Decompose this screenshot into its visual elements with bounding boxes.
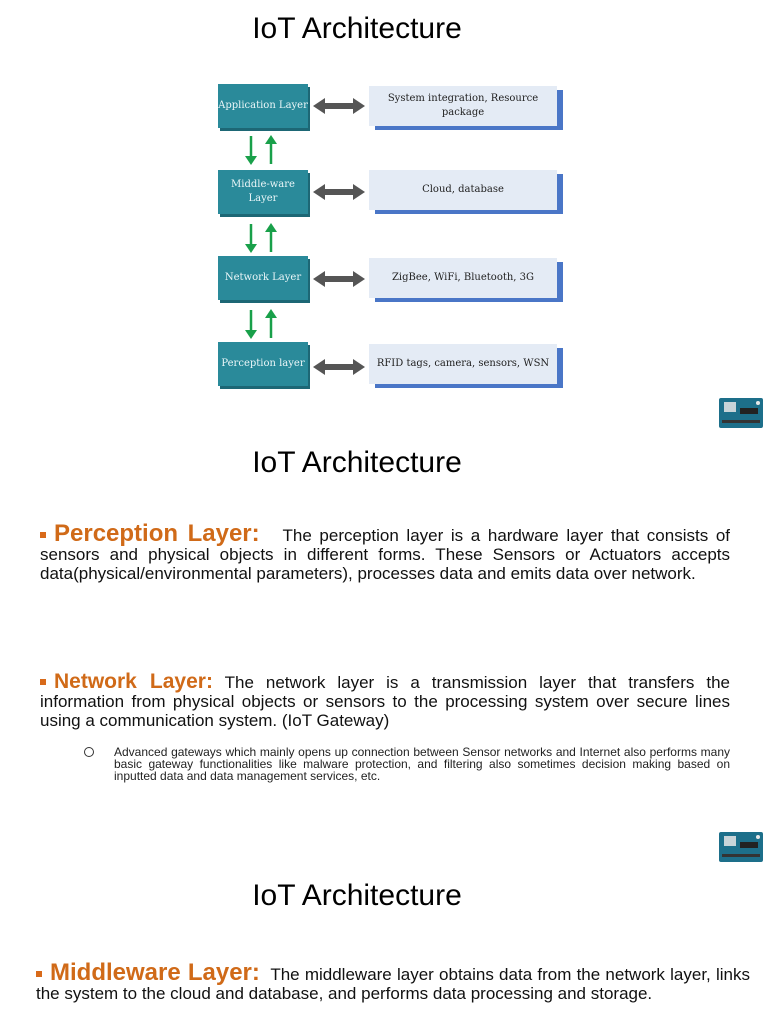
bullet-network-layer: Network Layer: The network layer is a tr… [40, 670, 730, 730]
bullet-text: The middleware layer obtains data from t… [36, 965, 751, 1003]
arduino-board-icon [719, 832, 763, 862]
up-down-arrows-icon [245, 135, 277, 165]
bullet-icon [40, 678, 46, 685]
up-down-arrows-icon [245, 309, 277, 339]
slide-title: IoT Architecture [252, 879, 462, 912]
layer-box-application: Application Layer [218, 84, 308, 128]
desc-box-perception: RFID tags, camera, sensors, WSN [369, 344, 557, 384]
sub-bullet-icon [84, 747, 94, 757]
double-arrow-icon [313, 184, 365, 200]
bullet-icon [36, 970, 42, 977]
slide-title: IoT Architecture [252, 446, 462, 479]
bullet-term: Middleware Layer: [50, 959, 260, 986]
layer-box-network: Network Layer [218, 256, 308, 300]
desc-box-application: System integration, Resource package [369, 86, 557, 126]
bullet-perception-layer: Perception Layer: The perception layer i… [40, 522, 731, 583]
double-arrow-icon [313, 271, 365, 287]
arduino-board-icon [719, 398, 763, 428]
desc-box-network: ZigBee, WiFi, Bluetooth, 3G [369, 258, 557, 298]
bullet-text: The network layer is a transmission laye… [40, 673, 730, 730]
bullet-middleware-layer: Middleware Layer: The middleware layer o… [36, 961, 751, 1003]
double-arrow-icon [313, 359, 365, 375]
up-down-arrows-icon [245, 223, 277, 253]
bullet-term: Network Layer: [54, 670, 213, 693]
sub-bullet-gateway: Advanced gateways which mainly opens up … [114, 745, 730, 783]
desc-box-middleware: Cloud, database [369, 170, 557, 210]
double-arrow-icon [313, 98, 365, 114]
layer-box-perception: Perception layer [218, 342, 308, 386]
layer-box-middleware: Middle-ware Layer [218, 170, 308, 214]
bullet-term: Perception Layer: [54, 520, 260, 547]
bullet-text: The perception layer is a hardware layer… [40, 526, 731, 583]
slide-title: IoT Architecture [252, 12, 462, 45]
bullet-icon [40, 531, 46, 538]
